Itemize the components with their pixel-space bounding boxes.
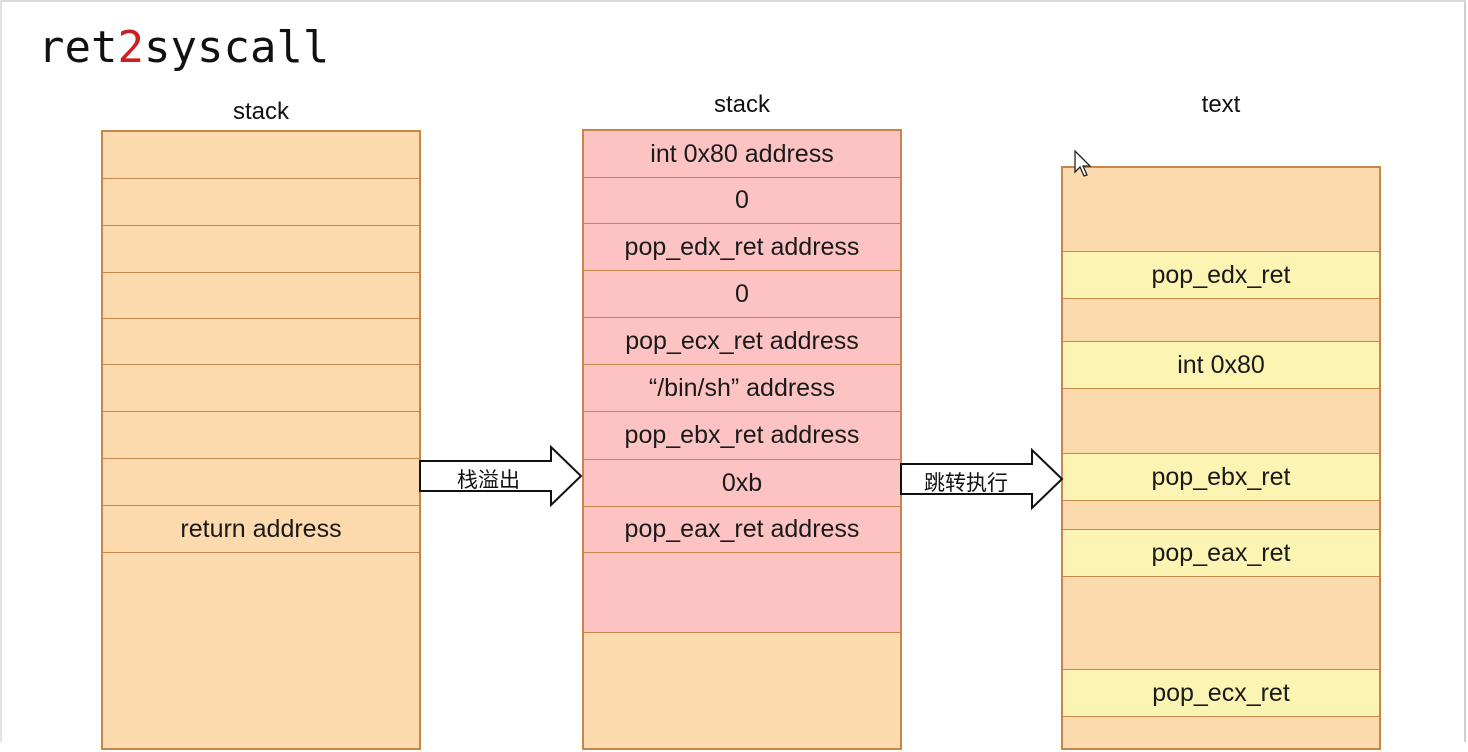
right-cell-8 bbox=[1063, 577, 1379, 670]
right-column-label: text bbox=[1201, 91, 1241, 118]
middle-stack-column: int 0x80 address 0 pop_edx_ret address 0… bbox=[582, 129, 902, 750]
left-column-label: stack bbox=[232, 98, 289, 125]
right-cell-9: pop_ecx_ret bbox=[1063, 670, 1379, 717]
text-segment-column: pop_edx_ret int 0x80 pop_ebx_ret pop_eax… bbox=[1061, 166, 1381, 750]
middle-cell-1: 0 bbox=[584, 178, 900, 224]
middle-cell-3: 0 bbox=[584, 271, 900, 318]
mouse-cursor-icon bbox=[1074, 150, 1092, 177]
left-cell-7 bbox=[103, 459, 419, 506]
right-cell-10 bbox=[1063, 717, 1379, 752]
right-cell-6 bbox=[1063, 501, 1379, 530]
right-cell-5: pop_ebx_ret bbox=[1063, 454, 1379, 501]
overflow-arrow bbox=[419, 445, 583, 507]
middle-column-label: stack bbox=[713, 91, 770, 118]
left-cell-2 bbox=[103, 226, 419, 273]
left-cell-3 bbox=[103, 273, 419, 319]
jump-arrow-label: 跳转执行 bbox=[924, 472, 1008, 495]
middle-cell-2: pop_edx_ret address bbox=[584, 224, 900, 271]
middle-cell-6: pop_ebx_ret address bbox=[584, 412, 900, 460]
right-cell-2 bbox=[1063, 299, 1379, 342]
right-cell-3: int 0x80 bbox=[1063, 342, 1379, 389]
right-cell-4 bbox=[1063, 389, 1379, 454]
slide-title: ret2syscall bbox=[38, 22, 330, 73]
overflow-arrow-label: 栈溢出 bbox=[457, 469, 520, 492]
left-cell-0 bbox=[103, 132, 419, 179]
right-cell-1: pop_edx_ret bbox=[1063, 252, 1379, 299]
left-cell-6 bbox=[103, 412, 419, 459]
title-accent: 2 bbox=[117, 22, 144, 73]
left-cell-9 bbox=[103, 553, 419, 752]
left-cell-5 bbox=[103, 365, 419, 412]
middle-cell-5: “/bin/sh” address bbox=[584, 365, 900, 412]
left-return-address-cell: return address bbox=[103, 506, 419, 553]
jump-arrow bbox=[900, 448, 1064, 510]
middle-cell-0: int 0x80 address bbox=[584, 131, 900, 178]
right-cell-7: pop_eax_ret bbox=[1063, 530, 1379, 577]
left-cell-4 bbox=[103, 319, 419, 365]
middle-cell-8: pop_eax_ret address bbox=[584, 507, 900, 553]
middle-cell-7: 0xb bbox=[584, 460, 900, 507]
left-stack-column: return address bbox=[101, 130, 421, 750]
middle-cell-9 bbox=[584, 553, 900, 633]
left-cell-1 bbox=[103, 179, 419, 226]
right-cell-0 bbox=[1063, 168, 1379, 252]
middle-cell-10 bbox=[584, 633, 900, 752]
middle-cell-4: pop_ecx_ret address bbox=[584, 318, 900, 365]
